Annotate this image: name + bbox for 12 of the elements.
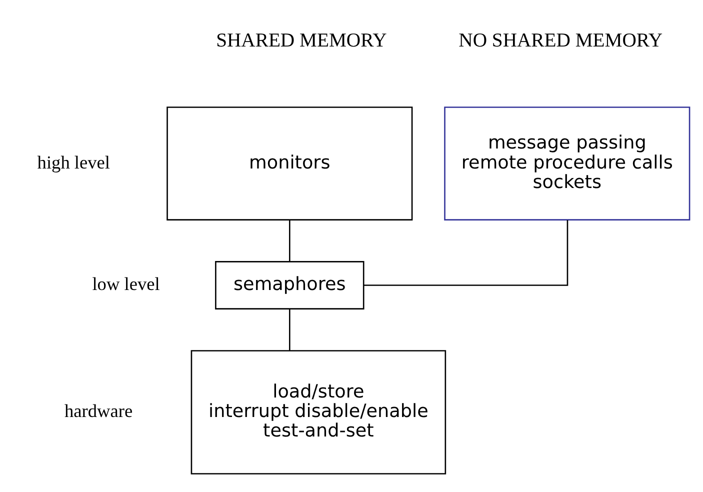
node-box: semaphores <box>215 261 364 310</box>
connector <box>289 220 290 262</box>
connector <box>289 309 290 350</box>
node-box: message passing remote procedure calls sockets <box>444 106 690 220</box>
label: SHARED MEMORY <box>216 30 387 52</box>
label: low level <box>92 274 160 294</box>
connector <box>364 220 568 286</box>
label: NO SHARED MEMORY <box>458 30 663 52</box>
label: hardware <box>64 401 133 422</box>
node-box: load/store interrupt disable/enable test-and-set <box>190 350 446 474</box>
label: high level <box>37 152 110 172</box>
node-box: monitors <box>166 106 413 220</box>
